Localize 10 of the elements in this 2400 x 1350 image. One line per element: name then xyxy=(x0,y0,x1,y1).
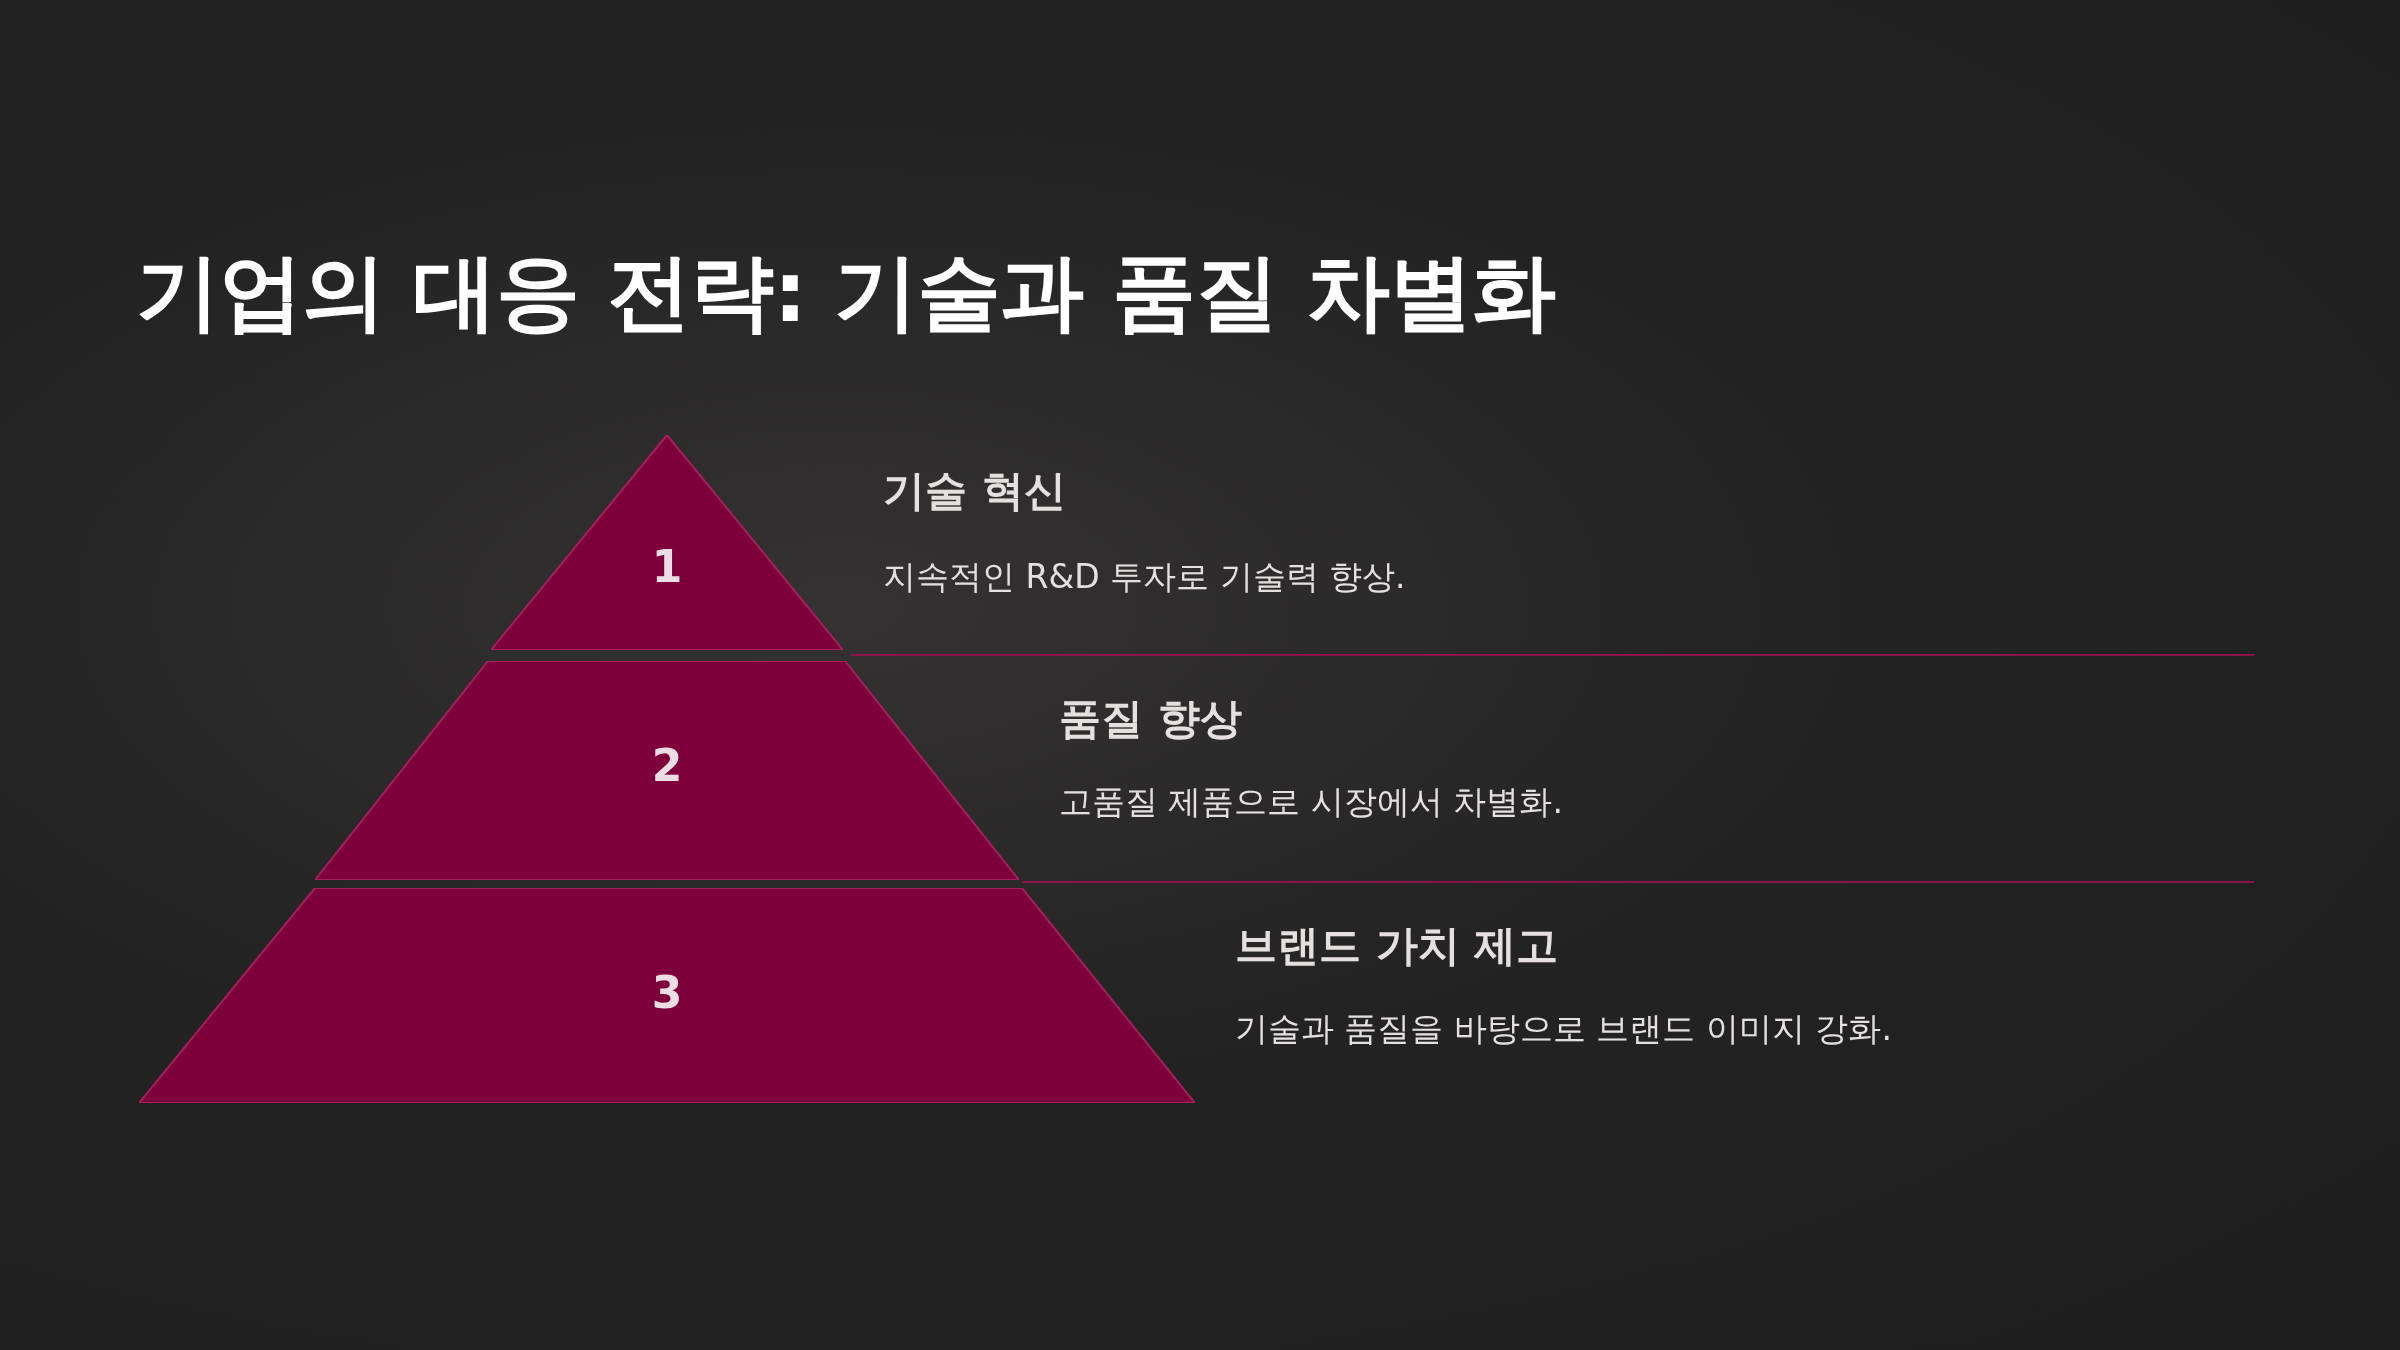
title: 기업의 대응 전략: 기술과 품질 차별화 xyxy=(136,242,1555,343)
step-description: 지속적인 R&D 투자로 기술력 향상. xyxy=(883,555,1406,598)
step-description: 기술과 품질을 바탕으로 브랜드 이미지 강화. xyxy=(1235,1007,1892,1050)
step-heading: 품질 향상 xyxy=(1059,693,1242,745)
step-heading: 기술 혁신 xyxy=(883,465,1066,517)
layer-number: 3 xyxy=(651,966,683,1018)
step-description: 고품질 제품으로 시장에서 차별화. xyxy=(1059,780,1563,823)
layer-number: 2 xyxy=(651,739,683,791)
layer-number: 1 xyxy=(651,540,683,592)
step-heading: 브랜드 가치 제고 xyxy=(1235,920,1559,972)
